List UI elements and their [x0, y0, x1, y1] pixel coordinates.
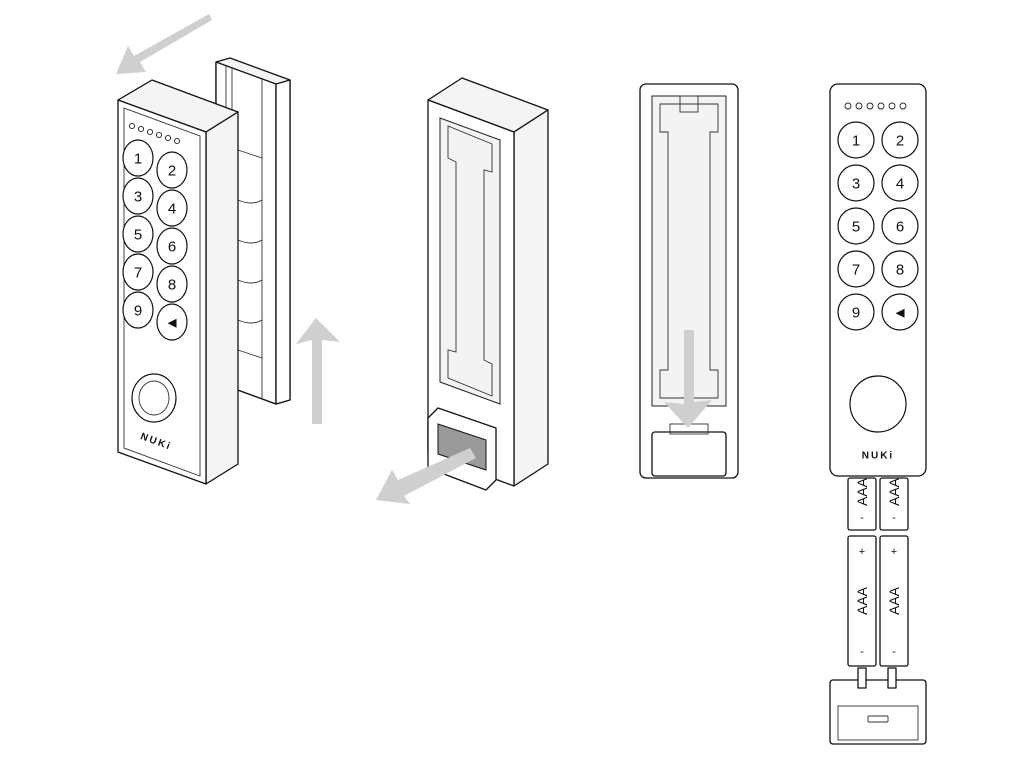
svg-text:8: 8 [896, 262, 904, 279]
svg-text:2: 2 [168, 163, 176, 180]
keypad-key[interactable]: 3 [837, 164, 875, 202]
keypad-key[interactable]: 4 [156, 189, 188, 227]
arrow-up-icon [296, 318, 340, 424]
svg-text:AAA: AAA [886, 586, 902, 615]
keypad-key[interactable]: 5 [122, 215, 154, 253]
svg-text:6: 6 [168, 239, 176, 256]
status-led [128, 122, 136, 130]
status-led [888, 102, 896, 110]
arrow-down-icon [664, 330, 712, 428]
aaa-batteries: AAA - AAA - + AAA - + AAA - [847, 477, 909, 667]
svg-text:-: - [860, 646, 864, 658]
svg-text:1: 1 [852, 133, 860, 150]
step-3-insert-battery-holder [639, 83, 739, 479]
status-led [844, 102, 852, 110]
svg-text:5: 5 [852, 219, 860, 236]
keypad-key[interactable]: 4 [881, 164, 919, 202]
keypad-key[interactable]: 8 [156, 265, 188, 303]
svg-text:AAA: AAA [854, 477, 870, 506]
svg-text:-: - [860, 512, 864, 524]
status-led [866, 102, 874, 110]
keypad-key[interactable]: 8 [881, 250, 919, 288]
svg-text:8: 8 [168, 277, 176, 294]
led-row-step4 [844, 102, 907, 110]
battery-holder [829, 667, 927, 745]
status-led [164, 134, 172, 142]
status-led [173, 137, 181, 145]
aaa-battery: + AAA - [879, 535, 909, 667]
aaa-battery: AAA - [847, 477, 877, 531]
keypad-key[interactable]: 9 [122, 291, 154, 329]
svg-text:9: 9 [134, 303, 142, 320]
step-2-open-battery-door [376, 77, 549, 504]
keypad-keys-step1: 1 2 3 4 5 6 7 8 9 ◄ [122, 139, 188, 341]
keypad-key[interactable]: 5 [837, 207, 875, 245]
keypad-key[interactable]: 6 [881, 207, 919, 245]
keypad-key[interactable]: 7 [837, 250, 875, 288]
led-row-step1 [128, 122, 181, 145]
keypad-key[interactable]: 1 [837, 121, 875, 159]
status-led [855, 102, 863, 110]
keypad-key[interactable]: 9 [837, 293, 875, 331]
fingerprint-sensor-front [849, 375, 907, 433]
step-4-exploded-view: 1 2 3 4 5 6 7 8 9 ◄ NUKi AAA - AAA - + AAA - + AAA - [829, 83, 927, 745]
svg-text:4: 4 [168, 201, 176, 218]
svg-text:2: 2 [896, 133, 904, 150]
svg-text:AAA: AAA [854, 586, 870, 615]
keypad-key[interactable]: 7 [122, 253, 154, 291]
keypad-keys-step4: 1 2 3 4 5 6 7 8 9 ◄ [837, 121, 919, 331]
fingerprint-sensor [131, 373, 177, 423]
keypad-key[interactable]: 2 [156, 151, 188, 189]
svg-text:-: - [892, 646, 896, 658]
svg-text:9: 9 [852, 305, 860, 322]
svg-text:4: 4 [896, 176, 904, 193]
aaa-battery: AAA - [879, 477, 909, 531]
svg-text:7: 7 [852, 262, 860, 279]
aaa-battery: + AAA - [847, 535, 877, 667]
svg-text:1: 1 [134, 151, 142, 168]
svg-text:6: 6 [896, 219, 904, 236]
svg-text:+: + [891, 546, 897, 558]
status-led [899, 102, 907, 110]
svg-text:+: + [859, 546, 865, 558]
keypad-key[interactable]: 1 [122, 139, 154, 177]
svg-text:◄: ◄ [893, 305, 908, 322]
svg-text:7: 7 [134, 265, 142, 282]
svg-text:◄: ◄ [165, 315, 180, 332]
battery-holder-cap[interactable] [651, 431, 727, 477]
status-led [137, 125, 145, 133]
keypad-key[interactable]: ◄ [881, 293, 919, 331]
svg-text:-: - [892, 512, 896, 524]
status-led [155, 131, 163, 139]
svg-text:3: 3 [852, 176, 860, 193]
keypad-key[interactable]: 2 [881, 121, 919, 159]
arrow-up-left-icon [116, 14, 212, 74]
svg-text:AAA: AAA [886, 477, 902, 506]
status-led [146, 128, 154, 136]
brand-logo-front: NUKi [862, 451, 894, 462]
svg-text:3: 3 [134, 189, 142, 206]
keypad-key[interactable]: ◄ [156, 303, 188, 341]
arrow-down-left-icon [376, 448, 476, 504]
keypad-key[interactable]: 3 [122, 177, 154, 215]
status-led [877, 102, 885, 110]
svg-text:5: 5 [134, 227, 142, 244]
keypad-key[interactable]: 6 [156, 227, 188, 265]
